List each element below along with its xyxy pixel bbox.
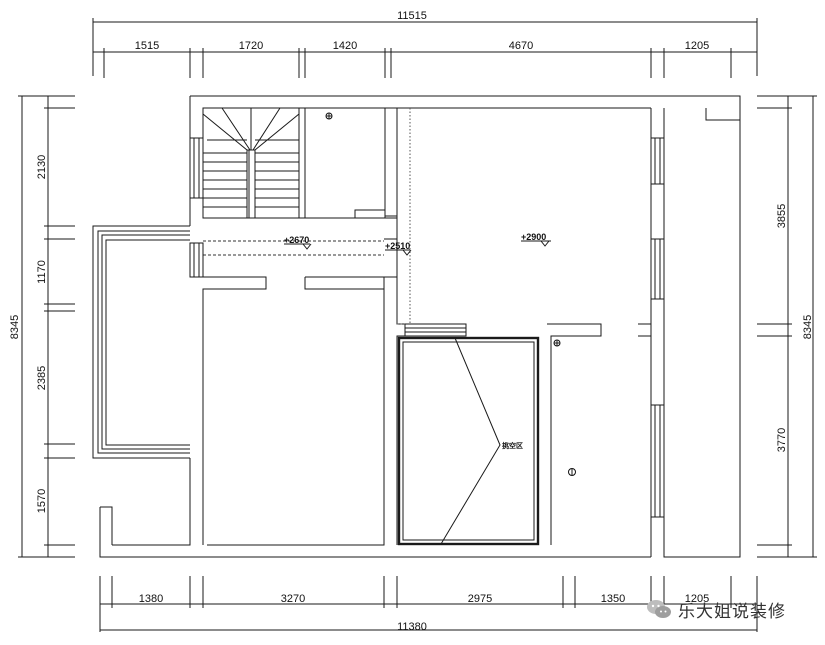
watermark-text: 乐大姐说装修 [678, 601, 786, 622]
elevation-2670: +2670 [284, 235, 309, 245]
left-dimension-chain: 8345 2130 1170 2385 1570 [9, 95, 75, 558]
elevation-marks [284, 240, 551, 256]
top-dim-1: 1515 [135, 40, 159, 52]
elevation-2900: +2900 [521, 232, 546, 242]
upper-interior-walls [304, 107, 397, 278]
bottom-dim-4: 1350 [601, 593, 625, 605]
bottom-dim-3: 2975 [468, 593, 492, 605]
outer-walls [99, 95, 741, 558]
drain-icon [553, 339, 561, 347]
drain-symbols [325, 112, 576, 476]
wechat-icon [647, 600, 671, 618]
bottom-dim-1: 1380 [139, 593, 163, 605]
top-total-dim: 11515 [397, 10, 427, 22]
left-dim-2: 1170 [36, 260, 48, 284]
staircase [202, 107, 305, 219]
watermark: 乐大姐说装修 [646, 596, 786, 622]
top-dim-4: 4670 [509, 40, 533, 52]
living-open-edge [397, 108, 411, 325]
top-dim-5: 1205 [685, 40, 709, 52]
elevation-2510: +2510 [385, 241, 410, 251]
right-windows [404, 137, 665, 518]
left-dim-3: 2385 [36, 366, 48, 390]
bottom-dim-5: 1205 [685, 593, 709, 605]
top-dim-3: 1420 [333, 40, 357, 52]
void-area [397, 336, 540, 546]
bottom-total-dim: 11380 [397, 621, 427, 633]
right-dimension-chain: 8345 3855 3770 [757, 95, 817, 558]
right-dim-2: 3770 [776, 428, 788, 452]
outlet-icon [568, 468, 576, 476]
top-dim-2: 1720 [239, 40, 263, 52]
right-total-dim: 8345 [802, 315, 814, 339]
left-windows [189, 137, 204, 278]
bottom-dimension-chain: 1380 3270 2975 1350 1205 11380 [99, 576, 758, 633]
drain-icon [325, 112, 333, 120]
left-balcony [92, 225, 190, 459]
corridor-lines [203, 240, 384, 256]
void-label: 挑空区 [502, 441, 523, 450]
left-dim-1: 2130 [36, 155, 48, 179]
left-dim-4: 1570 [36, 489, 48, 513]
left-total-dim: 8345 [9, 315, 21, 339]
top-dimension-chain: 11515 1515 1720 1420 4670 1205 [92, 10, 758, 78]
bottom-dim-2: 3270 [281, 593, 305, 605]
right-dim-1: 3855 [776, 204, 788, 228]
